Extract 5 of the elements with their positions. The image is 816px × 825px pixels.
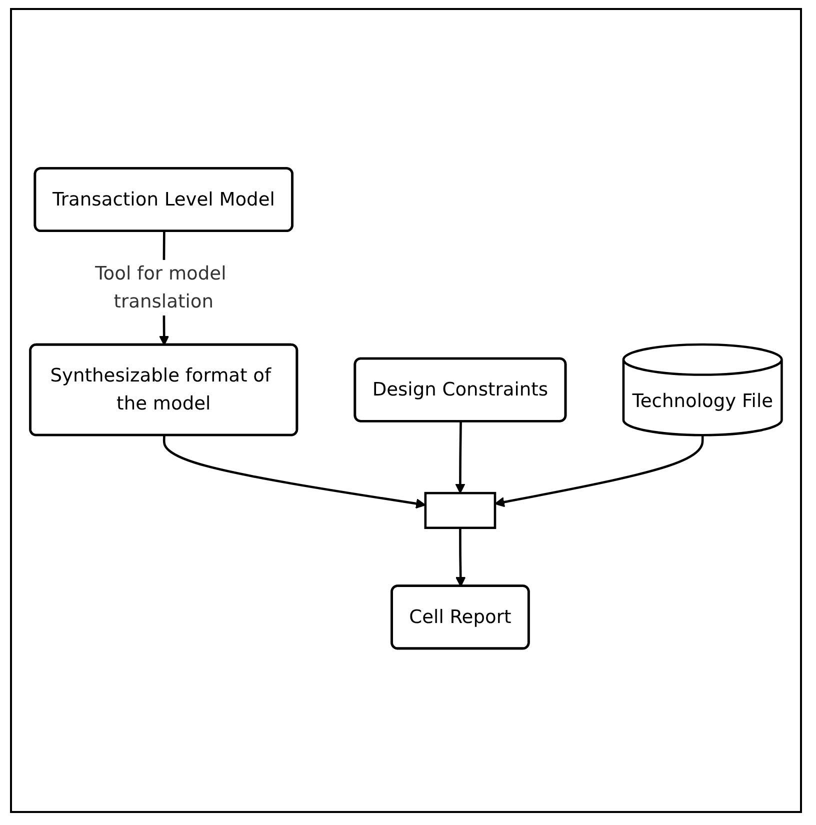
arrow xyxy=(455,422,466,494)
edge-label: Tool for model translation xyxy=(95,262,226,312)
node-box xyxy=(424,492,496,530)
arrow xyxy=(162,436,426,509)
arrow xyxy=(494,435,704,508)
